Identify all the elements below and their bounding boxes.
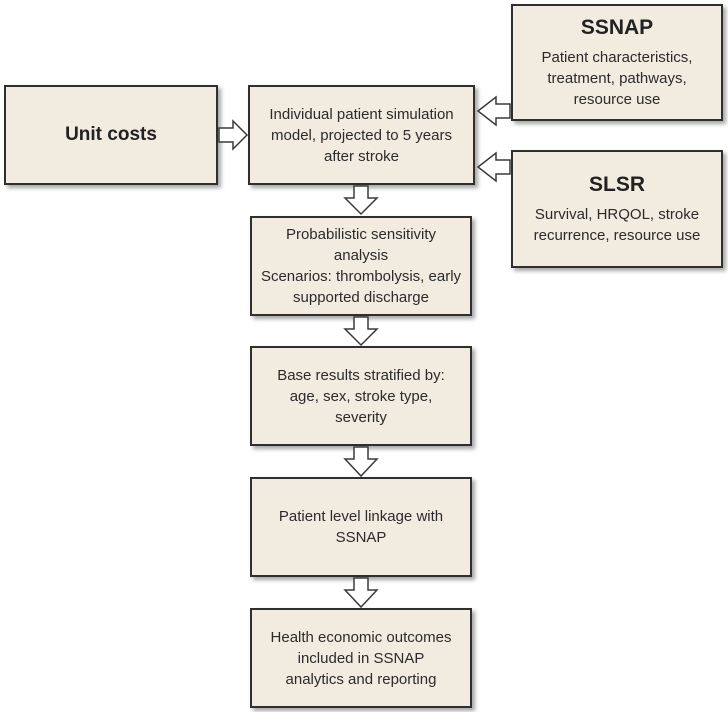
slsr-title: SLSR	[588, 173, 645, 196]
outcomes-text: Health economic outcomes included in SSN…	[270, 628, 452, 688]
linkage-box: Patient level linkage with SSNAP	[250, 477, 472, 577]
slsr-text: Survival, HRQOL, stroke recurrence, reso…	[533, 206, 701, 244]
arrow-model-to-sensitivity	[343, 185, 379, 216]
simulation-model-box: Individual patient simulation model, pro…	[248, 85, 475, 185]
base-results-text: Base results stratified by: age, sex, st…	[277, 366, 445, 426]
unit-costs-label: Unit costs	[65, 124, 157, 145]
arrow-linkage-to-outcomes	[343, 577, 379, 609]
arrow-results-to-linkage	[343, 446, 379, 478]
ssnap-box: SSNAP Patient characteristics, treatment…	[511, 4, 723, 121]
linkage-text: Patient level linkage with SSNAP	[278, 508, 444, 546]
ssnap-text: Patient characteristics, treatment, path…	[541, 49, 693, 108]
arrow-slsr-to-model	[476, 151, 511, 183]
sensitivity-analysis-text: Probabilistic sensitivity analysis	[285, 226, 437, 264]
outcomes-box: Health economic outcomes included in SSN…	[250, 608, 472, 708]
simulation-model-text: Individual patient simulation model, pro…	[269, 105, 454, 165]
arrow-sensitivity-to-results	[343, 316, 379, 347]
unit-costs-box: Unit costs	[4, 85, 218, 185]
arrow-ssnap-to-model	[476, 95, 511, 127]
arrow-unit-costs-to-model	[218, 119, 249, 151]
ssnap-title: SSNAP	[580, 16, 654, 39]
scenarios-text: Scenarios: thrombolysis, early supported…	[260, 268, 462, 306]
sensitivity-analysis-box: Probabilistic sensitivity analysis Scena…	[250, 216, 472, 316]
slsr-box: SLSR Survival, HRQOL, stroke recurrence,…	[511, 150, 723, 268]
base-results-box: Base results stratified by: age, sex, st…	[250, 346, 472, 446]
